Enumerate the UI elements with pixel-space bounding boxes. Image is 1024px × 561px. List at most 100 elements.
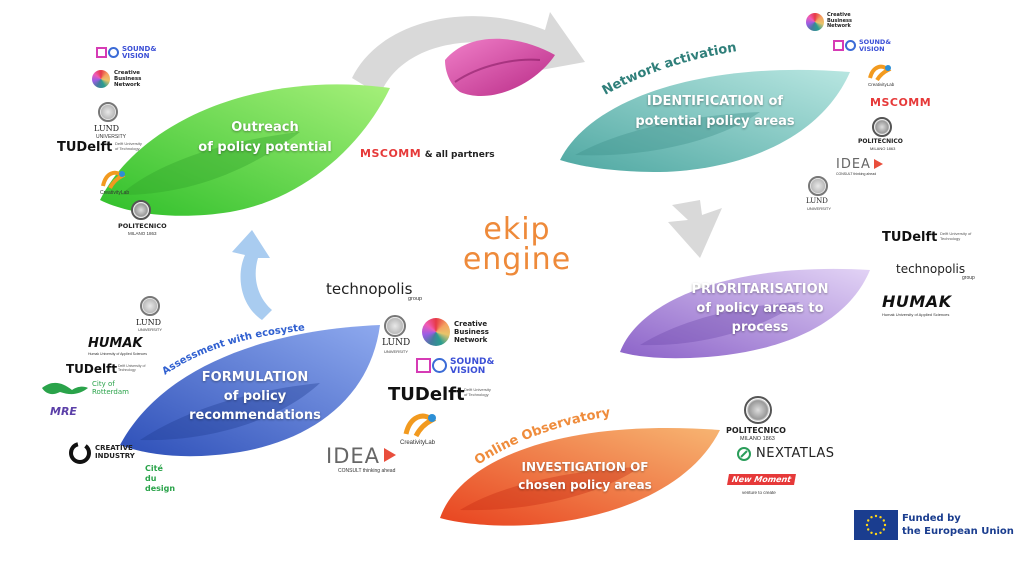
tudelft-sub: Delft University of Technology [118,364,146,372]
city-rotterdam-logo: City of Rotterdam [42,380,129,401]
sv-line2: VISION [859,44,885,53]
tudelft-text: TUDelft [882,230,938,245]
arrow-gray-top [352,12,585,95]
creative-industry-icon [69,442,91,464]
idea-sub: CONSULT thinking ahead [338,468,396,474]
cbn-line2: Business [114,76,142,82]
polimi-text: POLITECNICO [858,138,903,145]
polimi-text: POLITECNICO [118,222,167,230]
eu-star [882,519,885,522]
prioritisation-line3: process [731,320,789,335]
humak-sub: Humak University of Applied Sciences [88,352,147,356]
investigation-line2: chosen policy areas [518,478,652,492]
sv-ring-icon [845,40,856,51]
idea-sub: CONSULT thinking ahead [836,172,877,176]
creative-industry-line1: CREATIVE [95,444,133,452]
lund-text: LUND [136,318,162,327]
leaf-outreach [100,84,390,216]
lund-text: LUND [382,338,411,348]
new-moment-text: New Moment [727,474,797,485]
engine-word: engine [462,242,572,277]
idea-play-icon [874,159,883,169]
humak-sub: Humak University of Applied Sciences [882,312,950,317]
idea-text: IDEA [836,157,871,172]
rotterdam-icon [42,382,88,395]
cbn-line1: Creative [827,12,851,18]
sv-line2: VISION [122,52,150,60]
cite-line1: Cité [145,464,163,473]
outreach-label: Outreach of policy potential [190,118,340,158]
eu-line2: the European Union [902,526,1014,537]
cbn-line3: Network [827,23,851,29]
tudelft-text: TUDelft [57,140,113,155]
lund-text: LUND [806,197,828,205]
nextatlas-logo: NEXTATLAS [736,446,834,467]
prioritisation-line1: PRIORITARISATION [691,282,829,297]
investigation-label: INVESTIGATION OF chosen policy areas [505,458,665,494]
polimi-seal-icon [131,200,151,220]
eu-star [879,531,882,534]
creativity-lab-text: CreativityLab [400,440,436,446]
sv-line1: SOUND& [122,45,157,53]
identification-line2: potential policy areas [635,114,795,129]
tudelft-text: TUDelft [388,384,465,405]
humak-text: HUMAK [88,336,143,351]
formulation-label: FORMULATION of policy recommendations [180,368,330,425]
creative-industry-line2: INDUSTRY [95,452,135,460]
cbn-icon [806,13,824,31]
sv-ring-icon [432,358,447,373]
creative-industry-logo: CREATIVE INDUSTRY [68,441,135,470]
cbn-icon [92,70,110,88]
creativity-lab-icon [403,413,437,438]
lund-sub: UNIVERSITY [138,327,163,332]
lund-seal-icon [384,315,406,337]
sv-ring-icon [108,47,119,58]
cbn-line1: Creative [114,70,141,76]
sv-box-icon [833,40,844,51]
polimi-sub: MILANO 1863 [870,146,896,151]
polimi-seal-icon [872,117,892,137]
nextatlas-icon [737,447,751,461]
technopolis-text: technopolis [326,280,413,298]
cbn-line1: Creative [454,320,488,328]
cite-line3: design [145,484,176,493]
lund-seal-icon [140,296,160,316]
eu-star [882,528,885,531]
technopolis-sub: group [962,275,975,281]
cbn-line2: Business [827,17,852,24]
eu-star [883,523,887,527]
eu-star [867,519,870,522]
leaf-identification [560,69,850,172]
formulation-line1: FORMULATION [201,370,309,385]
cbn-icon [422,318,450,346]
rotterdam-line2: Rotterdam [92,388,129,396]
tudelft-text: TUDelft [66,362,118,376]
polimi-sub: MILANO 1863 [740,436,775,442]
arrow-gray-right [668,200,722,258]
leaf-investigation [440,427,720,526]
eu-star [870,531,873,534]
cbn-line3: Network [454,336,488,344]
outreach-line2: of policy potential [198,140,332,155]
cbn-line3: Network [114,82,141,88]
ekip-engine-logo: ekip engine [462,215,572,275]
eu-star [879,516,882,519]
mre-text: MRE [50,405,77,418]
creativity-lab-logo-1: CreativityLab [98,168,129,196]
eu-star [865,523,869,527]
creativity-lab-icon [868,64,892,82]
sv-box-icon [416,358,431,373]
lund-sub: UNIVERSITY [384,349,409,354]
creativity-lab-text: CreativityLab [868,82,895,87]
outreach-line1: Outreach [231,120,299,135]
lund-seal-icon [808,176,828,196]
identification-label: IDENTIFICATION of potential policy areas [615,92,815,132]
formulation-line2: of policy [223,389,287,404]
sv-line1: SOUND& [450,357,495,367]
formulation-line3: recommendations [189,408,321,423]
polimi-sub: MILANO 1863 [128,231,157,236]
identification-line1: IDENTIFICATION of [646,94,784,109]
prioritisation-label: PRIORITARISATION of policy areas to proc… [680,280,840,337]
lund-sub: UNIVERSITY [807,206,832,211]
